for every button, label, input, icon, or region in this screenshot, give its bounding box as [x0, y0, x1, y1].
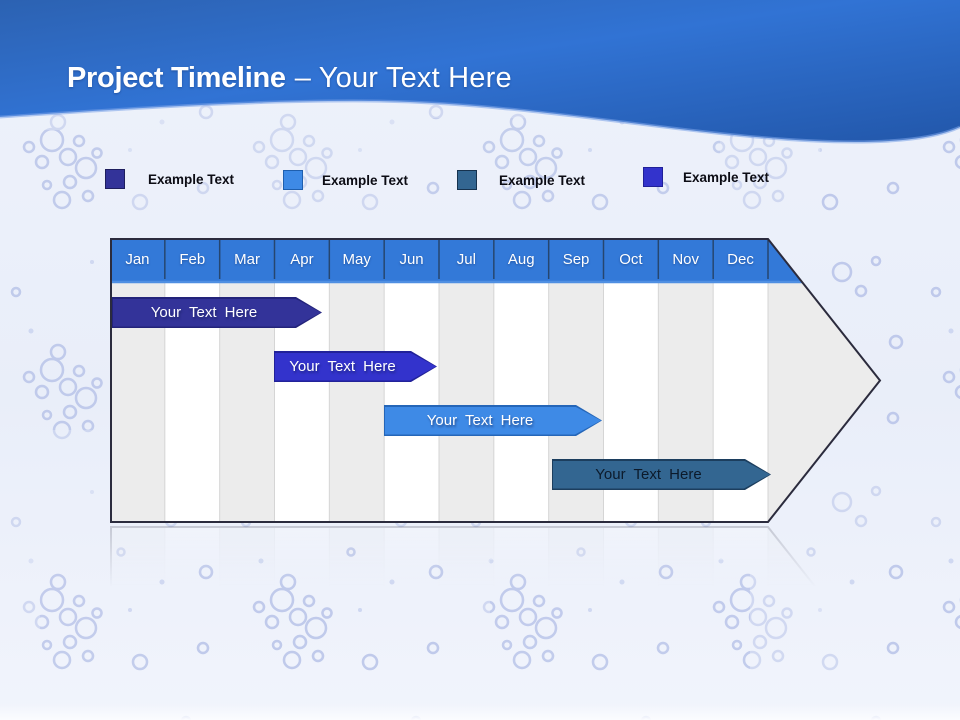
bar-fill: [553, 461, 770, 489]
month-cell: Feb: [179, 251, 206, 268]
bar-fill: [113, 299, 321, 327]
legend-label: Example Text: [148, 171, 235, 187]
timeline-arrow-shape: [110, 238, 882, 523]
bar-label: Your Text Here: [426, 412, 534, 429]
month-cell: Oct: [619, 251, 643, 268]
legend-label: Example Text: [499, 172, 586, 188]
legend-color-swatch: [283, 170, 303, 190]
timeline-bar-4: Your Text Here: [552, 459, 771, 490]
month-cell: Sep: [562, 251, 590, 268]
bar-fill: [385, 407, 601, 435]
timeline-bar-2: Your Text Here: [274, 351, 437, 382]
legend-item: Example Text: [105, 168, 234, 190]
title-regular: – Your Text Here: [294, 62, 512, 94]
legend-item: Example Text: [283, 169, 408, 191]
bar-fill: [275, 353, 436, 381]
timeline-reflection: [110, 526, 882, 598]
header-band: [0, 0, 960, 144]
legend-color-swatch: [105, 169, 125, 189]
page-title: Project Timeline– Your Text Here: [67, 62, 512, 95]
month-cell: Mar: [234, 251, 260, 268]
legend-label: Example Text: [683, 169, 770, 185]
timeline-chart: Jan Feb Mar Apr May Jun Jul Aug Sep Oct …: [110, 238, 882, 523]
header-wave: [0, 0, 960, 143]
bar-label: Your Text Here: [289, 358, 396, 375]
month-cell: Jan: [125, 251, 150, 268]
timeline-bar-1: Your Text Here: [112, 297, 322, 328]
legend-item: Example Text: [457, 169, 585, 191]
bottom-highlight: [0, 704, 960, 720]
month-cell: Aug: [507, 251, 535, 268]
bar-label: Your Text Here: [595, 466, 702, 483]
legend-color-swatch: [457, 170, 477, 190]
legend-item: Example Text: [643, 166, 769, 188]
month-cell: Jul: [456, 251, 476, 268]
month-cell: Apr: [290, 251, 314, 268]
legend-color-swatch: [643, 167, 663, 187]
month-header-row: Jan Feb Mar Apr May Jun Jul Aug Sep Oct …: [110, 238, 768, 281]
legend-label: Example Text: [322, 172, 409, 188]
month-header-band: [111, 239, 880, 281]
timeline-bar-3: Your Text Here: [384, 405, 602, 436]
bar-label: Your Text Here: [150, 304, 258, 321]
month-cell: Dec: [727, 251, 754, 268]
month-cell: Nov: [672, 251, 700, 268]
month-cell: Jun: [399, 251, 424, 268]
title-bold: Project Timeline: [67, 62, 286, 94]
month-cell: May: [342, 251, 371, 268]
